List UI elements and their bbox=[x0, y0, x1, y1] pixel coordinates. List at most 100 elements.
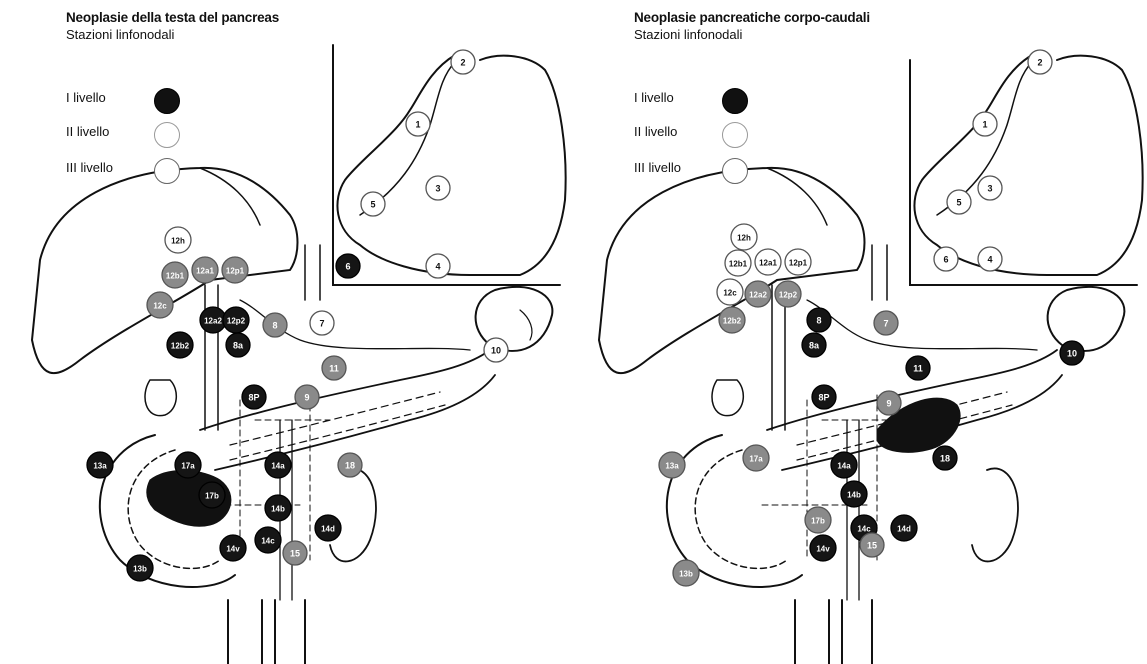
lymph-node-label: 17b bbox=[205, 492, 219, 501]
lymph-node-label: 15 bbox=[290, 549, 300, 559]
lymph-node-label: 6 bbox=[345, 262, 350, 272]
lymph-node-8: 8 bbox=[263, 313, 287, 337]
lymph-node-label: 12h bbox=[171, 237, 185, 246]
lymph-node-label: 7 bbox=[319, 319, 324, 329]
level-3-swatch-icon bbox=[154, 158, 180, 184]
lymph-node-label: 4 bbox=[987, 255, 992, 265]
lymph-node-12b1: 12b1 bbox=[725, 250, 751, 276]
lymph-node-label: 1 bbox=[415, 120, 420, 130]
lymph-node-7: 7 bbox=[310, 311, 334, 335]
lymph-node-label: 5 bbox=[956, 198, 961, 208]
lymph-node-label: 18 bbox=[940, 454, 950, 464]
lymph-node-label: 10 bbox=[491, 346, 501, 356]
lymph-node-label: 14b bbox=[271, 505, 285, 514]
lymph-node-label: 14a bbox=[837, 462, 851, 471]
lymph-node-11: 11 bbox=[906, 356, 930, 380]
lymph-node-8a: 8a bbox=[802, 333, 826, 357]
lymph-node-17b: 17b bbox=[199, 482, 225, 508]
lymph-node-2: 2 bbox=[1028, 50, 1052, 74]
lymph-node-label: 8P bbox=[248, 393, 259, 403]
lymph-node-12b2: 12b2 bbox=[167, 332, 193, 358]
lymph-node-label: 14a bbox=[271, 462, 285, 471]
lymph-node-label: 17a bbox=[181, 462, 195, 471]
lymph-node-5: 5 bbox=[947, 190, 971, 214]
lymph-node-12a1: 12a1 bbox=[755, 249, 781, 275]
lymph-node-9: 9 bbox=[295, 385, 319, 409]
lymph-node-14d: 14d bbox=[891, 515, 917, 541]
lymph-node-label: 2 bbox=[460, 58, 465, 68]
lymph-node-12p2: 12p2 bbox=[775, 281, 801, 307]
level-1-swatch-icon bbox=[722, 88, 748, 114]
lymph-node-14v: 14v bbox=[810, 535, 836, 561]
lymph-node-label: 12p1 bbox=[789, 259, 808, 268]
lymph-node-label: 13a bbox=[665, 462, 679, 471]
lymph-node-label: 14c bbox=[261, 537, 275, 546]
lymph-node-label: 12c bbox=[153, 302, 167, 311]
lymph-node-15: 15 bbox=[860, 533, 884, 557]
lymph-node-1: 1 bbox=[973, 112, 997, 136]
level-2-swatch-icon bbox=[722, 122, 748, 148]
lymph-node-14d: 14d bbox=[315, 515, 341, 541]
lymph-node-label: 12p2 bbox=[227, 317, 246, 326]
lymph-node-label: 1 bbox=[982, 120, 987, 130]
lymph-node-8a: 8a bbox=[226, 333, 250, 357]
lymph-node-label: 12b2 bbox=[171, 342, 190, 351]
lymph-node-12p1: 12p1 bbox=[785, 249, 811, 275]
lymph-node-label: 12b1 bbox=[729, 260, 748, 269]
lymph-node-label: 3 bbox=[435, 184, 440, 194]
lymph-node-12a2: 12a2 bbox=[745, 281, 771, 307]
lymph-node-13b: 13b bbox=[127, 555, 153, 581]
lymph-node-label: 8P bbox=[818, 393, 829, 403]
lymph-node-label: 12h bbox=[737, 234, 751, 243]
lymph-node-label: 14d bbox=[321, 525, 335, 534]
lymph-node-12c: 12c bbox=[717, 279, 743, 305]
lymph-node-5: 5 bbox=[361, 192, 385, 216]
lymph-node-12p1: 12p1 bbox=[222, 257, 248, 283]
lymph-node-label: 12a1 bbox=[196, 267, 214, 276]
lymph-node-label: 12p1 bbox=[226, 267, 245, 276]
lymph-node-3: 3 bbox=[978, 176, 1002, 200]
left-title: Neoplasie della testa del pancreas bbox=[66, 10, 279, 25]
lymph-node-label: 17b bbox=[811, 517, 825, 526]
lymph-node-label: 8a bbox=[233, 341, 244, 351]
lymph-node-label: 12a2 bbox=[204, 317, 222, 326]
right-subtitle: Stazioni linfonodali bbox=[634, 27, 742, 42]
lymph-node-8P: 8P bbox=[812, 385, 836, 409]
left-subtitle: Stazioni linfonodali bbox=[66, 27, 174, 42]
lymph-node-label: 9 bbox=[886, 399, 891, 409]
lymph-node-label: 4 bbox=[435, 262, 440, 272]
lymph-node-label: 13b bbox=[133, 565, 147, 574]
lymph-node-2: 2 bbox=[451, 50, 475, 74]
lymph-node-17a: 17a bbox=[175, 452, 201, 478]
lymph-node-17a: 17a bbox=[743, 445, 769, 471]
legend-label-level-2: II livello bbox=[634, 124, 677, 139]
lymph-node-label: 7 bbox=[883, 319, 888, 329]
lymph-node-6: 6 bbox=[934, 247, 958, 271]
right-title: Neoplasie pancreatiche corpo-caudali bbox=[634, 10, 870, 25]
lymph-node-12a2: 12a2 bbox=[200, 307, 226, 333]
lymph-node-label: 3 bbox=[987, 184, 992, 194]
level-1-swatch-icon bbox=[154, 88, 180, 114]
lymph-node-label: 10 bbox=[1067, 349, 1077, 359]
lymph-node-label: 12c bbox=[723, 289, 737, 298]
lymph-node-14a: 14a bbox=[265, 452, 291, 478]
lymph-node-label: 14v bbox=[226, 545, 240, 554]
lymph-node-12a1: 12a1 bbox=[192, 257, 218, 283]
lymph-node-14b: 14b bbox=[265, 495, 291, 521]
lymph-node-label: 12a2 bbox=[749, 291, 767, 300]
lymph-node-18: 18 bbox=[338, 453, 362, 477]
lymph-node-label: 14d bbox=[897, 525, 911, 534]
lymph-node-10: 10 bbox=[1060, 341, 1084, 365]
lymph-node-13a: 13a bbox=[87, 452, 113, 478]
lymph-node-label: 14b bbox=[847, 491, 861, 500]
lymph-node-1: 1 bbox=[406, 112, 430, 136]
lymph-node-label: 11 bbox=[913, 364, 923, 374]
lymph-node-4: 4 bbox=[426, 254, 450, 278]
legend-label-level-3: III livello bbox=[634, 160, 681, 175]
lymph-node-17b: 17b bbox=[805, 507, 831, 533]
legend-label-level-3: III livello bbox=[66, 160, 113, 175]
lymph-node-15: 15 bbox=[283, 541, 307, 565]
lymph-node-label: 12b2 bbox=[723, 317, 742, 326]
legend-label-level-1: I livello bbox=[634, 90, 674, 105]
